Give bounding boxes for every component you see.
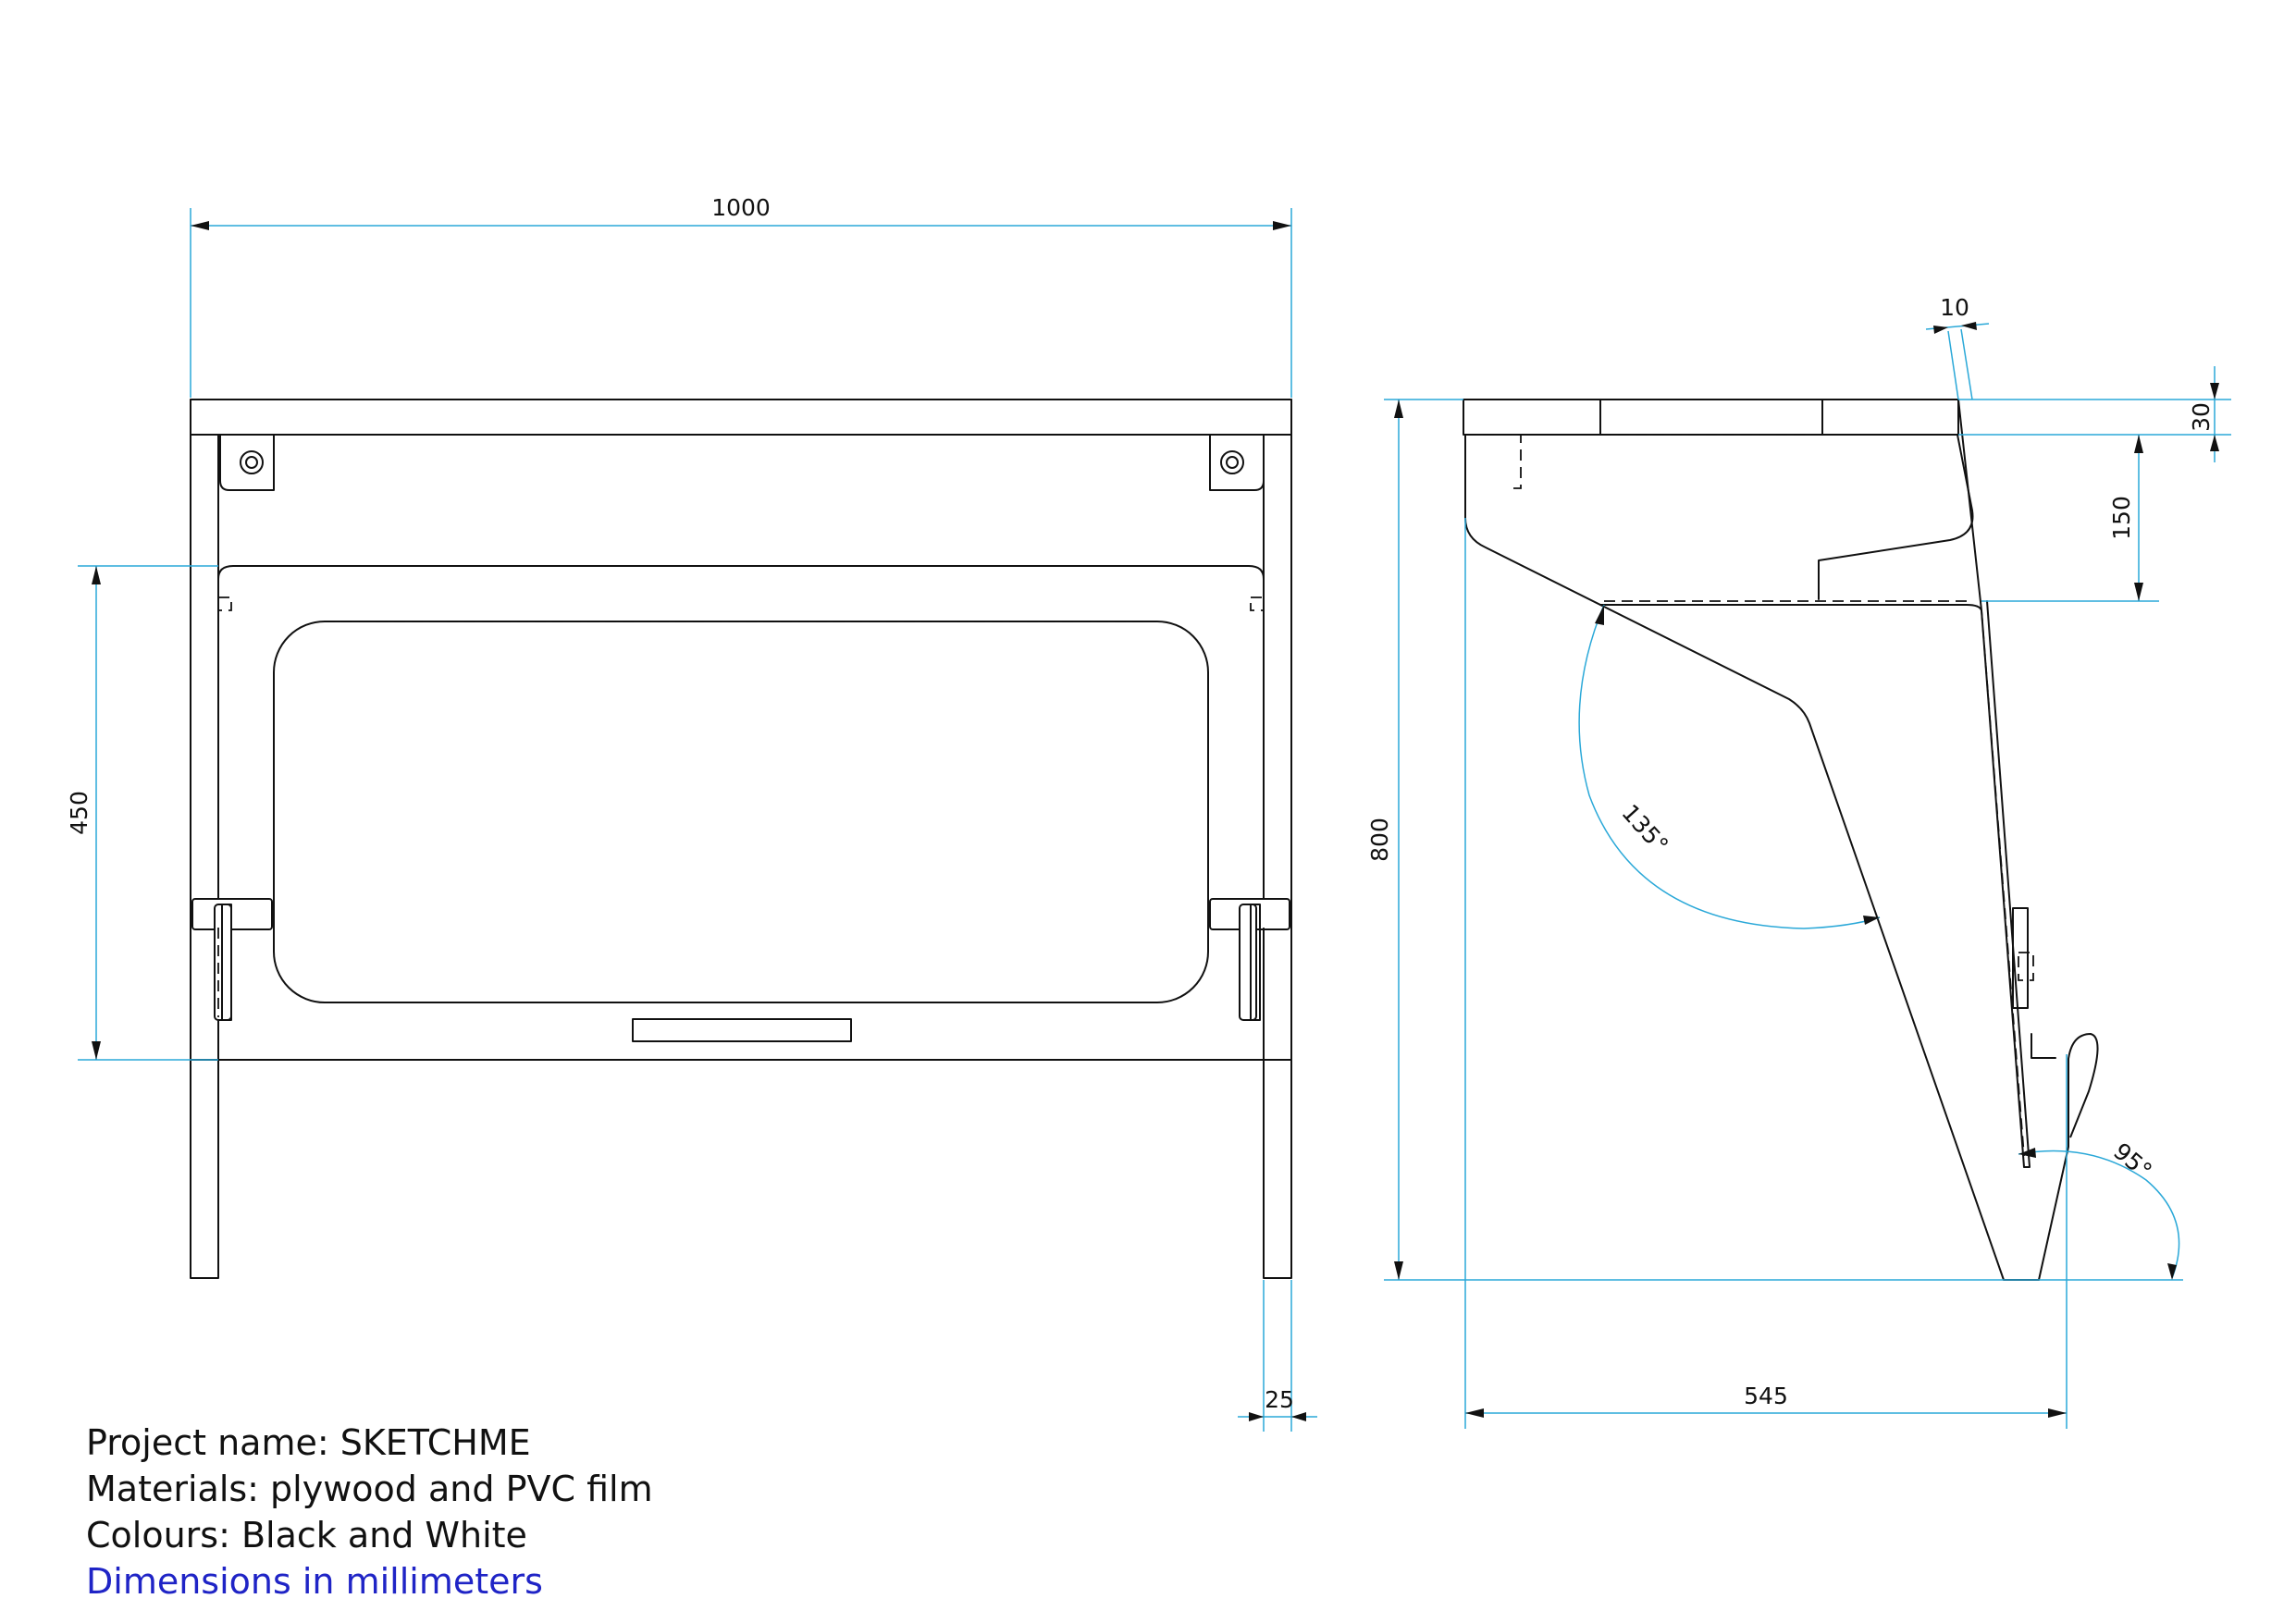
front-panel <box>217 565 1265 1061</box>
side-top-board <box>1463 399 1959 436</box>
side-body <box>1464 435 2099 1281</box>
units-note: Dimensions in millimeters <box>86 1561 543 1602</box>
colours: Colours: Black and White <box>86 1515 527 1555</box>
project-info: Project name: SKETCHME Materials: plywoo… <box>86 1420 653 1605</box>
front-left-leg <box>190 399 219 1279</box>
front-window <box>273 621 1209 1003</box>
front-slot <box>632 1018 852 1042</box>
side-view <box>1463 399 2099 1281</box>
dim-150: 150 <box>2108 496 2135 540</box>
side-dimensions: 800 545 30 150 10 135° <box>1366 294 2231 1429</box>
side-hinge <box>2012 907 2029 1009</box>
dim-10: 10 <box>1940 294 1969 321</box>
front-view <box>190 399 1292 1279</box>
project-name: Project name: SKETCHME <box>86 1422 531 1463</box>
angle-135: 135° <box>1616 799 1673 858</box>
side-back-board <box>1957 399 2031 1168</box>
front-left-hinge <box>191 898 273 1021</box>
dim-30: 30 <box>2188 402 2215 432</box>
front-right-leg <box>1263 399 1292 1279</box>
front-left-bracket <box>219 434 275 491</box>
angle-95: 95° <box>2108 1137 2157 1185</box>
dim-545: 545 <box>1744 1383 1788 1409</box>
front-right-bracket <box>1209 434 1265 491</box>
front-right-hinge <box>1209 898 1290 1021</box>
materials: Materials: plywood and PVC film <box>86 1469 653 1509</box>
dim-1000: 1000 <box>711 194 771 221</box>
dim-25: 25 <box>1265 1386 1294 1413</box>
dim-800: 800 <box>1366 818 1393 862</box>
front-top-board <box>190 399 1292 436</box>
dim-450: 450 <box>66 791 93 835</box>
front-dimensions: 1000 450 25 <box>66 194 1317 1432</box>
